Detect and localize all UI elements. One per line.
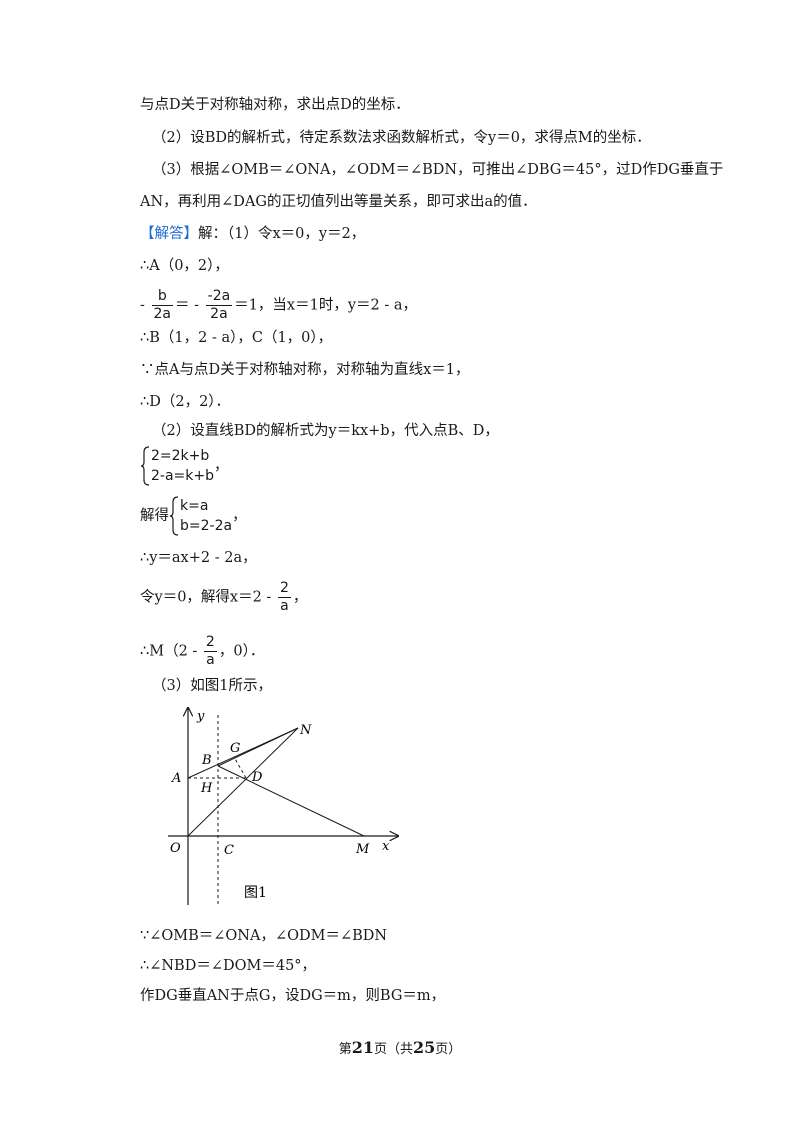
- fraction-numerator: -2a: [205, 288, 233, 306]
- fraction-2-over-a: 2 a: [277, 580, 291, 615]
- fraction-b-over-2a: b 2a: [151, 288, 174, 323]
- equals-minus: ＝ -: [175, 297, 200, 314]
- label-N: N: [299, 723, 312, 738]
- segment-DG-dashed: [233, 756, 247, 779]
- system-comma: ，: [214, 458, 229, 474]
- segment-BM: [217, 765, 365, 837]
- figure-caption: 图1: [244, 885, 267, 901]
- left-brace-icon: [140, 446, 150, 486]
- text-line-4: AN，再利用∠DAG的正切值列出等量关系，即可求出a的值．: [140, 194, 537, 210]
- fraction-denominator: a: [206, 652, 215, 668]
- text-line-15: 令y＝0，解得x＝2 - 2 a ，: [140, 580, 307, 615]
- fraction-2-over-a: 2 a: [203, 634, 217, 669]
- text-line-1: 与点D关于对称轴对称，求出点D的坐标．: [140, 97, 410, 113]
- text-line-15-start: 令y＝0，解得x＝2 -: [140, 589, 272, 606]
- text-line-16-end: ，0）．: [218, 643, 265, 660]
- system-brace-block: k=a b=2-2a: [169, 496, 232, 536]
- text-line-15-end: ，: [292, 589, 308, 606]
- text-line-16-start: ∴M（2 -: [140, 643, 198, 660]
- total-page-count: 25: [413, 1038, 436, 1057]
- solve-label: 解得: [140, 508, 169, 524]
- system-equation-2: b=2-2a: [180, 518, 233, 534]
- text-line-14: ∴y＝ax+2 - 2a，: [140, 550, 257, 566]
- text-line-16: ∴M（2 - 2 a ，0）．: [140, 634, 264, 669]
- text-line-2: （2）设BD的解析式，待定系数法求函数解析式，令y＝0，求得点M的坐标．: [152, 130, 651, 146]
- label-H: H: [200, 781, 213, 796]
- label-B: B: [201, 753, 212, 768]
- text-line-3: （3）根据∠OMB＝∠ONA，∠ODM＝∠BDN，可推出∠DBG＝45°，过D作…: [152, 162, 724, 178]
- equation-system-2: 解得 k=a b=2-2a ，: [140, 496, 247, 536]
- label-G: G: [230, 741, 240, 756]
- footer-prefix: 第: [338, 1042, 352, 1057]
- fraction-denominator: 2a: [153, 306, 172, 322]
- footer-suffix: 页）: [435, 1042, 462, 1057]
- system-equation-1: 2=2k+b: [151, 448, 210, 464]
- text-line-17: （3）如图1所示，: [152, 678, 272, 694]
- fraction-neg2a-over-2a: -2a 2a: [205, 288, 233, 323]
- page-footer: 第21页（共25页）: [0, 1038, 800, 1057]
- label-x: x: [382, 839, 390, 854]
- label-D: D: [251, 770, 263, 785]
- figure-1-diagram: y x O A B G N D H C M 图1: [168, 700, 430, 905]
- label-O: O: [170, 841, 181, 856]
- text-line-9: ∵点A与点D关于对称轴对称，对称轴为直线x＝1，: [140, 362, 470, 378]
- text-line-10: ∴D（2，2）．: [140, 394, 231, 410]
- fraction-numerator: 2: [203, 634, 217, 652]
- fraction-denominator: a: [280, 598, 289, 614]
- fraction-denominator: 2a: [210, 306, 228, 322]
- answer-intro: 解：（1）令x＝0，y＝2，: [198, 226, 366, 242]
- text-line-19: ∴∠NBD＝∠DOM＝45°，: [140, 958, 317, 974]
- fraction-numerator: 2: [277, 580, 291, 598]
- text-line-11: （2）设直线BD的解析式为y＝kx+b，代入点B、D，: [152, 423, 499, 439]
- label-C: C: [224, 843, 234, 858]
- label-y: y: [196, 709, 205, 724]
- text-line-7-rest: ＝1，当x＝1时，y＝2 - a，: [234, 297, 417, 314]
- text-line-20: 作DG垂直AN于点G，设DG＝m，则BG＝m，: [140, 988, 446, 1004]
- answer-tag: 【解答】: [140, 226, 198, 242]
- current-page-number: 21: [351, 1038, 374, 1057]
- segment-BN: [217, 727, 299, 767]
- text-line-18: ∵∠OMB＝∠ONA，∠ODM＝∠BDN: [140, 928, 388, 944]
- segment-ON: [187, 727, 299, 837]
- system-comma: ，: [232, 508, 247, 524]
- label-A: A: [171, 771, 181, 786]
- footer-middle: 页（共: [373, 1042, 413, 1057]
- text-line-6: ∴A（0，2），: [140, 258, 229, 274]
- text-line-8: ∴B（1，2 - a），C（1，0），: [140, 330, 333, 346]
- left-brace-icon: [169, 496, 179, 536]
- system-equation-1: k=a: [180, 498, 209, 514]
- system-equation-2: 2-a=k+b: [151, 468, 214, 484]
- text-line-5: 【解答】解：（1）令x＝0，y＝2，: [140, 224, 365, 244]
- equation-system-1: 2=2k+b 2-a=k+b ，: [140, 446, 229, 486]
- fraction-numerator: b: [151, 288, 174, 306]
- text-line-7: - b 2a ＝ - -2a 2a ＝1，当x＝1时，y＝2 - a，: [140, 288, 417, 323]
- minus-sign: -: [140, 297, 145, 314]
- system-brace-block: 2=2k+b 2-a=k+b: [140, 446, 214, 486]
- label-M: M: [355, 842, 370, 857]
